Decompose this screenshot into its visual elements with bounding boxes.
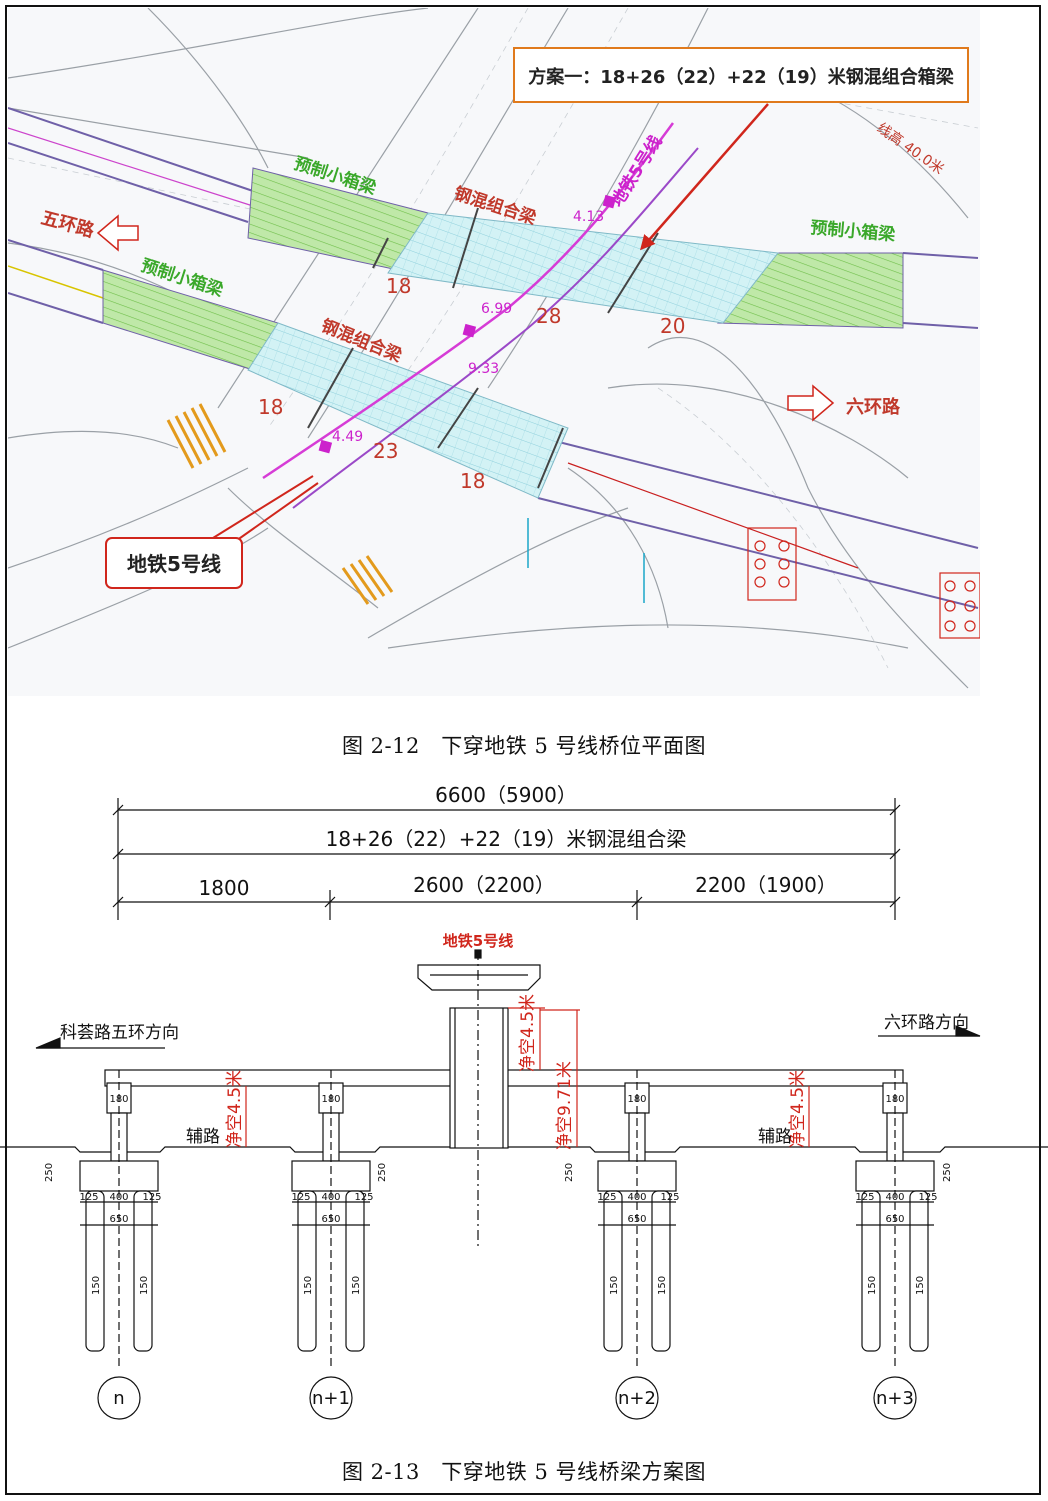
- cap-250-n2: 250: [564, 1163, 575, 1182]
- pile-125a-n: 125: [79, 1192, 98, 1203]
- metro-callout-text: 地铁5号线: [127, 552, 221, 576]
- pile-150b-n: 150: [139, 1276, 150, 1295]
- cap-180-n3: 180: [885, 1094, 904, 1105]
- dim-4-49: 4.49: [332, 429, 363, 445]
- cap-180-n1: 180: [321, 1094, 340, 1105]
- clearance-4-5-right: 净空4.5米: [788, 1070, 808, 1148]
- pile-125a-n3: 125: [855, 1192, 874, 1203]
- pile-150b-n1: 150: [351, 1276, 362, 1295]
- elevation-drawing: 6600（5900） 18+26（22）+22（19）米钢混组合梁 1800 2…: [0, 783, 1048, 1420]
- pile-125b-n1: 125: [354, 1192, 373, 1203]
- dim-2600: 2600（2200）: [413, 873, 555, 897]
- pile-150a-n3: 150: [867, 1276, 878, 1295]
- steel-composite-area-upper: [387, 212, 779, 324]
- side-road-left: 辅路: [186, 1127, 220, 1147]
- pile-150a-n2: 150: [609, 1276, 620, 1295]
- cap-250-n: 250: [44, 1163, 55, 1182]
- span-20: 20: [660, 314, 685, 338]
- pier-n1: [291, 1070, 371, 1420]
- dim-2200: 2200（1900）: [695, 873, 837, 897]
- span-28: 28: [536, 304, 561, 328]
- cap-250-n3: 250: [942, 1163, 953, 1182]
- cap-250-n1: 250: [377, 1163, 388, 1182]
- dim-1800: 1800: [199, 876, 250, 900]
- steel-composite-area-lower: [247, 322, 569, 499]
- pile-650-n1: 650: [321, 1214, 340, 1225]
- pile-150a-n: 150: [91, 1276, 102, 1295]
- cap-180-n2: 180: [627, 1094, 646, 1105]
- cap-180-n: 180: [109, 1094, 128, 1105]
- pile-125a-n2: 125: [597, 1192, 616, 1203]
- span-18-lower: 18: [460, 469, 485, 493]
- dim-scheme: 18+26（22）+22（19）米钢混组合梁: [326, 827, 687, 851]
- metro-label: 地铁5号线: [443, 932, 513, 950]
- pile-125b-n3: 125: [918, 1192, 937, 1203]
- metro-callout-box: [105, 537, 243, 589]
- axis-label-n3: n+3: [876, 1388, 914, 1409]
- figure-caption-1: 图 2-12 下穿地铁 5 号线桥位平面图: [341, 734, 707, 758]
- pier-n: [79, 1070, 159, 1420]
- side-road-right: 辅路: [758, 1127, 792, 1147]
- pile-400-n1: 400: [321, 1192, 340, 1203]
- clearance-9-71: 净空9.71米: [555, 1061, 575, 1150]
- axis-label-n2: n+2: [618, 1388, 656, 1409]
- pile-650-n2: 650: [627, 1214, 646, 1225]
- span-23: 23: [373, 439, 398, 463]
- pier-n3: [855, 1070, 935, 1420]
- span-18-left: 18: [258, 395, 283, 419]
- liuhuan-road-label: 六环路: [846, 396, 901, 418]
- pile-150a-n1: 150: [303, 1276, 314, 1295]
- pile-125b-n: 125: [142, 1192, 161, 1203]
- figure-caption-2: 图 2-13 下穿地铁 5 号线桥梁方案图: [341, 1460, 707, 1484]
- pile-125a-n1: 125: [291, 1192, 310, 1203]
- direction-left: 科荟路五环方向: [60, 1023, 179, 1043]
- dim-9-33: 9.33: [468, 361, 499, 377]
- direction-right: 六环路方向: [884, 1013, 969, 1033]
- scheme-callout-text: 方案一：18+26（22）+22（19）米钢混组合箱梁: [528, 66, 954, 88]
- plan-view-drawing: 方案一：18+26（22）+22（19）米钢混组合箱梁 地铁5号线 预制小箱梁 …: [8, 8, 980, 696]
- road-linework: [8, 8, 969, 689]
- arrow-left-icon: [96, 214, 139, 252]
- dim-total: 6600（5900）: [435, 783, 577, 807]
- dim-6-99: 6.99: [481, 301, 512, 317]
- pile-125b-n2: 125: [660, 1192, 679, 1203]
- page-border: [5, 5, 1041, 1495]
- axis-label-n1: n+1: [312, 1388, 350, 1409]
- pile-400-n2: 400: [627, 1192, 646, 1203]
- dim-4-13: 4.13: [573, 209, 604, 225]
- pile-150b-n3: 150: [915, 1276, 926, 1295]
- span-18-upper: 18: [386, 274, 411, 298]
- pile-650-n3: 650: [885, 1214, 904, 1225]
- arrow-right-icon: [787, 384, 835, 422]
- clearance-4-5-top: 净空4.5米: [518, 994, 538, 1072]
- pile-150b-n2: 150: [657, 1276, 668, 1295]
- metro-line-5-track: [262, 122, 675, 480]
- axis-label-n: n: [113, 1388, 124, 1409]
- pier-n2: [597, 1070, 677, 1420]
- pile-650-n: 650: [109, 1214, 128, 1225]
- scheme-callout-box: [513, 47, 969, 103]
- pile-400-n: 400: [109, 1192, 128, 1203]
- pile-400-n3: 400: [885, 1192, 904, 1203]
- clearance-4-5-left: 净空4.5米: [225, 1070, 245, 1148]
